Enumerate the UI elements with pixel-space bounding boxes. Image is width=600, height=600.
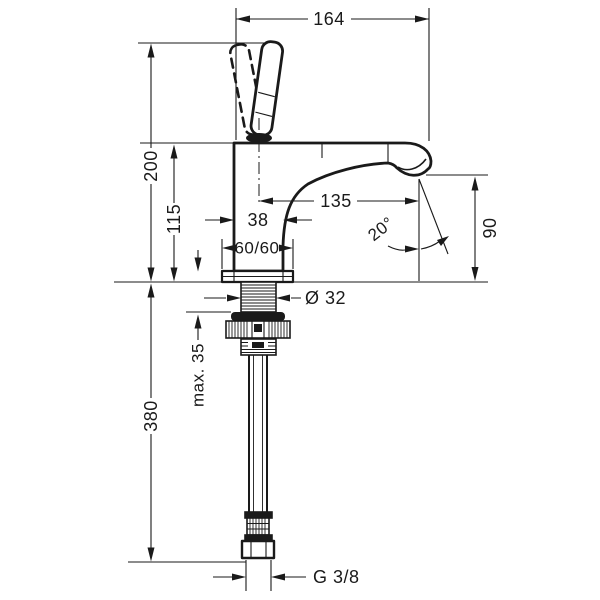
handle-pivot: [246, 133, 272, 143]
hex-nut-facets: [250, 541, 267, 558]
dim-115-arrow-top: [170, 144, 178, 159]
base-plate-details: [222, 271, 293, 282]
dim-label-spray-angle: 20°: [364, 213, 397, 245]
dim-32-arrow-left: [227, 294, 241, 302]
base-plate: [220, 269, 295, 284]
mounting-nut-slot: [252, 342, 264, 348]
dim-base-plate: 60/60: [221, 239, 294, 269]
angle-arrow-left: [405, 245, 419, 253]
spout-aerator-inner-edge: [397, 158, 427, 171]
dim-label-overall-height: 200: [141, 150, 161, 182]
dim-135-arrow-right: [405, 197, 419, 205]
handle-lever-outline: [249, 40, 284, 137]
angle-arrow-right: [437, 236, 449, 246]
dim-g38-extension-lines: [245, 560, 272, 591]
dim-label-outlet-height: 90: [480, 217, 500, 238]
shank-threads: [241, 284, 276, 310]
dim-115-arrow-bottom: [170, 267, 178, 282]
dim-32-arrow-right: [276, 294, 290, 302]
hex-nut-outline: [240, 539, 276, 560]
dim-label-spout-top-height: 115: [164, 204, 184, 234]
dim-spray-angle: 20°: [364, 178, 449, 281]
threaded-shank: [240, 281, 277, 313]
faucet: [220, 40, 433, 560]
dim-shank-diameter: Ø 32: [204, 288, 346, 308]
dim-135-arrow-left: [259, 197, 273, 205]
mounting-nut-upper: [225, 320, 291, 339]
dim-connection-thread: G 3/8: [213, 560, 360, 591]
dim-label-connection-thread: G 3/8: [313, 567, 360, 587]
dim-label-base-plate: 60/60: [234, 239, 279, 258]
mounting-nut-hatch-right: [268, 321, 288, 338]
dim-38-arrow-right: [283, 216, 297, 224]
mounting-nut-center-detail: [254, 324, 262, 332]
crimp-collar-top: [244, 511, 273, 519]
dim-60-arrow-left: [222, 244, 236, 252]
dim-spout-top-height: 115: [140, 142, 234, 282]
supply-hose: [248, 355, 268, 512]
dim-hose-length: 380: [128, 283, 246, 563]
dim-38-arrow-left: [220, 216, 234, 224]
crimp-ridges: [249, 518, 266, 535]
mounting-nut-lower: [240, 338, 277, 356]
dim-380-arrow-top: [147, 283, 155, 298]
dim-380-arrow-bottom: [147, 547, 155, 562]
dim-60-extension-lines: [221, 239, 294, 269]
dim-90-arrow-bottom: [471, 267, 479, 281]
faucet-body-spout-outline: [232, 141, 433, 273]
angle-arc-left: [387, 245, 406, 251]
dim-200-arrow-top: [147, 43, 155, 58]
angle-arc-right: [420, 240, 441, 250]
dim-60-arrow-right: [279, 244, 293, 252]
dim-outlet-height: 90: [426, 174, 500, 281]
dim-label-body-width: 38: [247, 210, 268, 230]
handle-detail-line-1: [258, 91, 275, 98]
dim-label-mounting-thickness: max. 35: [189, 343, 208, 407]
stream-angled-line: [418, 178, 449, 255]
dim-label-hose-length: 380: [141, 400, 161, 432]
dim-max35-arrow-down: [194, 257, 202, 272]
dim-90-arrow-top: [471, 176, 479, 191]
hose-inner-walls: [253, 355, 263, 512]
faucet-handle-lever: [249, 40, 284, 137]
dim-label-spout-reach: 135: [320, 191, 352, 211]
hose-crimp: [244, 511, 273, 542]
seal-ring: [231, 312, 285, 321]
dim-label-shank-diameter: Ø 32: [305, 288, 346, 308]
dim-spout-reach: 135: [259, 191, 419, 211]
dim-164-arrow-right: [415, 15, 429, 23]
hose-outer-walls: [248, 355, 268, 512]
dim-body-width: 38: [205, 210, 312, 230]
mounting-nut-center-tube: [251, 321, 265, 338]
dim-overall-width: 164: [235, 8, 430, 141]
dim-164-arrow-left: [236, 15, 250, 23]
dim-overall-height: 200: [138, 42, 265, 282]
hose-hex-nut: [240, 539, 276, 560]
crimp-bands: [247, 523, 269, 530]
handle-detail-line-2: [255, 111, 273, 117]
dim-g38-arrow-left: [232, 573, 246, 581]
dim-g38-arrow-right: [271, 573, 285, 581]
dim-max35-arrow-up: [194, 314, 202, 329]
dim-mounting-thickness: max. 35: [186, 250, 231, 407]
dim-200-arrow-bottom: [147, 267, 155, 282]
mounting-nut-hatch-left: [228, 321, 248, 338]
dim-label-overall-width: 164: [313, 9, 345, 29]
dim-164-extension-lines: [235, 8, 430, 141]
